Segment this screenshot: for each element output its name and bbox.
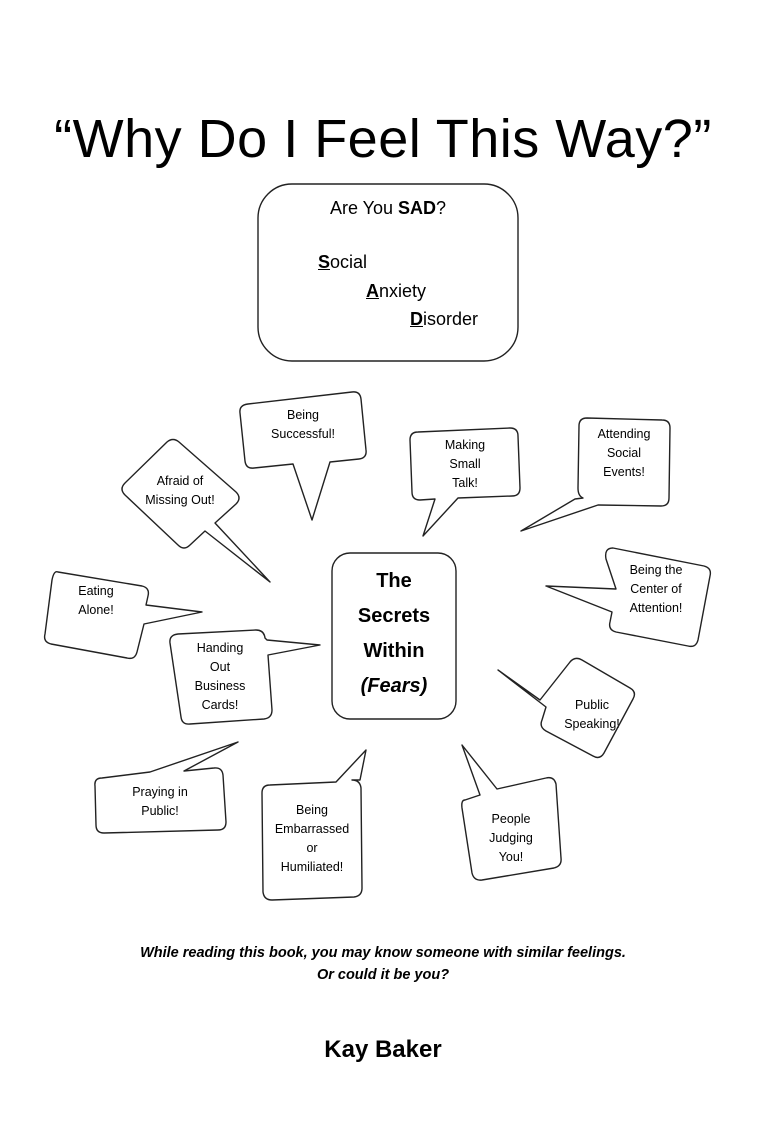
author-name: Kay Baker bbox=[324, 1036, 442, 1063]
bubble-shape-attending-social-events bbox=[520, 417, 671, 532]
bubble-shape-being-successful bbox=[239, 391, 367, 521]
bubble-shape-being-center-of-attention bbox=[545, 547, 712, 648]
tagline: While reading this book, you may know so… bbox=[140, 945, 626, 983]
book-title: “Why Do I Feel This Way?” bbox=[54, 109, 712, 169]
sad-box bbox=[257, 183, 519, 362]
bubble-shape-being-embarrassed bbox=[261, 749, 367, 901]
bubble-shape-public-speaking bbox=[497, 657, 636, 759]
center-box bbox=[331, 552, 457, 720]
center-text: The Secrets Within (Fears) bbox=[357, 570, 431, 697]
sad-word-disorder: Disorder bbox=[410, 309, 479, 329]
sad-word-social: Social bbox=[318, 252, 368, 272]
bubble-shape-handing-out-business-cards bbox=[169, 629, 321, 725]
bubble-shape-eating-alone bbox=[43, 570, 203, 660]
bubble-shape-making-small-talk bbox=[409, 427, 521, 537]
sad-word-anxiety: Anxiety bbox=[366, 281, 427, 301]
sad-question: Are You SAD? bbox=[329, 198, 447, 218]
bubble-shape-afraid-of-missing-out bbox=[121, 438, 271, 583]
bubble-shape-people-judging-you bbox=[461, 744, 562, 881]
bubble-shape-praying-in-public bbox=[94, 741, 239, 834]
